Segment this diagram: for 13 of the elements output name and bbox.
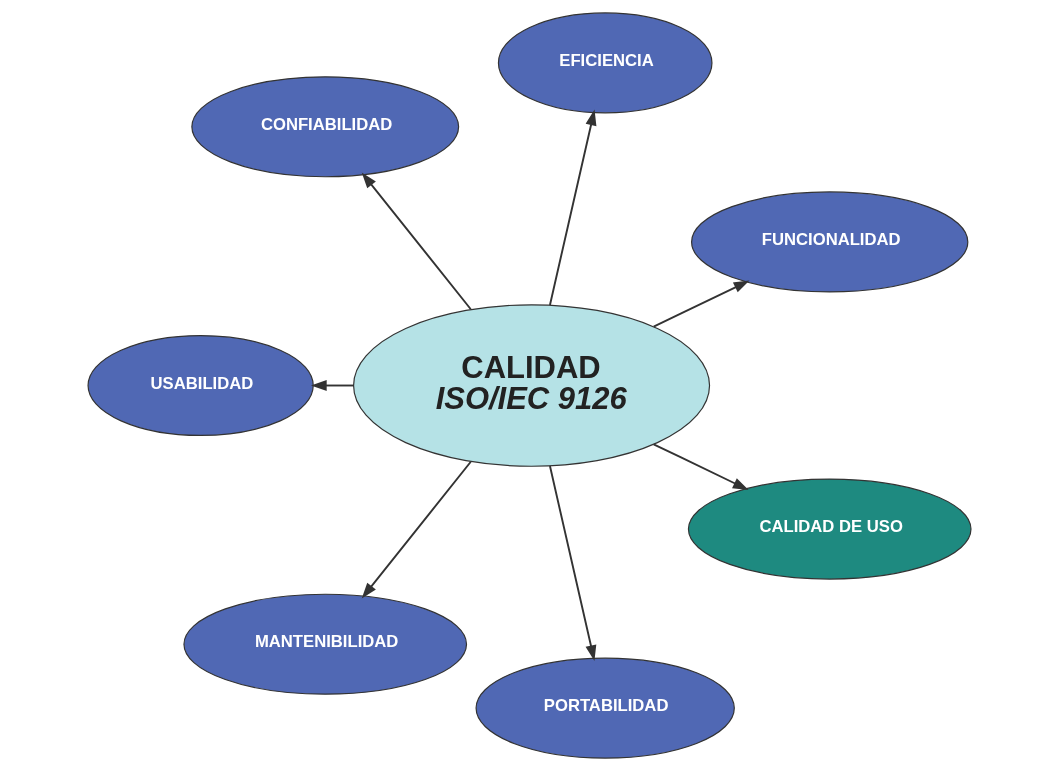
node-ellipse: USABILIDAD bbox=[87, 334, 314, 437]
arrow bbox=[652, 280, 750, 328]
node-ellipse: CONFIABILIDAD bbox=[191, 76, 460, 178]
node-ellipse: CALIDAD ISO/IEC 9126 bbox=[353, 304, 711, 467]
arrow bbox=[549, 109, 597, 306]
arrow bbox=[652, 443, 749, 491]
node-ellipse: PORTABILIDAD bbox=[475, 657, 735, 759]
arrow bbox=[361, 172, 472, 311]
arrow bbox=[310, 380, 355, 392]
arrow bbox=[361, 460, 472, 599]
arrow bbox=[549, 465, 597, 661]
node-ellipse: MANTENIBILIDAD bbox=[183, 593, 468, 695]
node-ellipse: EFICIENCIA bbox=[497, 12, 713, 114]
